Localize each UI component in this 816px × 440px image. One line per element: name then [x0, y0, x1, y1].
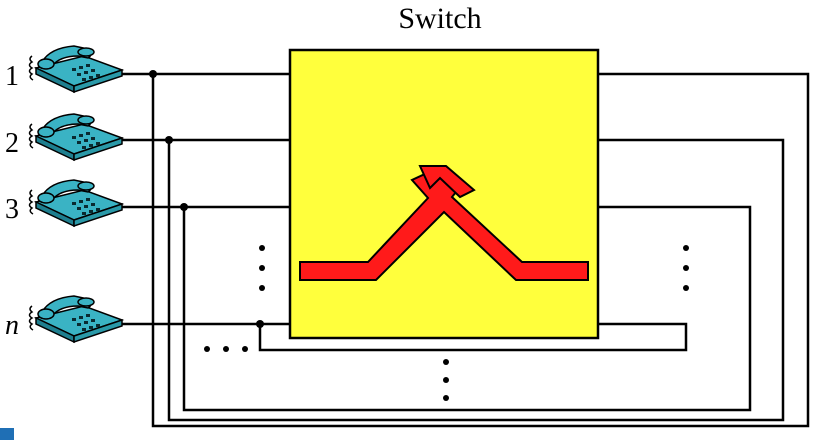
corner-tab	[0, 428, 14, 440]
ellipsis-markers	[204, 245, 689, 401]
telephone-icon	[28, 45, 123, 93]
phone-label-2: 2	[5, 128, 19, 159]
phone-label-1: 1	[5, 61, 19, 92]
wire-network	[120, 70, 810, 428]
telephone-icon	[28, 295, 123, 343]
switch-title: Switch	[398, 2, 481, 35]
telephone-icon	[28, 179, 123, 227]
telephone-icon	[28, 113, 123, 161]
crosspoint-x-icon	[299, 165, 589, 281]
phone-label-n: n	[5, 310, 19, 341]
phone-label-3: 3	[5, 194, 19, 225]
